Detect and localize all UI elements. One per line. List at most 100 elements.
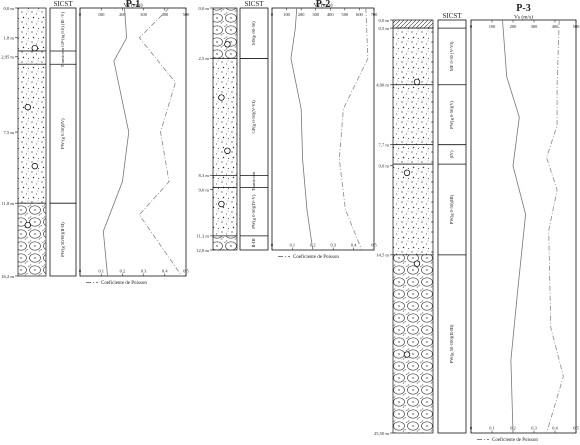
poisson-profile-line bbox=[546, 19, 564, 434]
strata-label: PW-(g 0.50)(IV) bbox=[60, 118, 65, 149]
vs-tick-label: 500 bbox=[183, 12, 190, 17]
cobble-mark bbox=[224, 147, 231, 154]
poisson-tick-label: 0.1 bbox=[290, 243, 296, 248]
panel-title: P-3 bbox=[516, 3, 530, 14]
vs-tick-label: 500 bbox=[342, 12, 349, 17]
vs-tick-label: 300 bbox=[140, 12, 147, 17]
depth-label: 0,5 m bbox=[379, 26, 390, 32]
soil-layer bbox=[392, 144, 434, 165]
strata-label: Transición bbox=[60, 47, 65, 67]
soil-column bbox=[392, 19, 434, 434]
soil-layer bbox=[392, 254, 434, 434]
poisson-tick-label: 0.3 bbox=[330, 243, 336, 248]
vs-tick-label: 600 bbox=[356, 12, 363, 17]
plot-frame bbox=[79, 7, 187, 277]
vs-axis-label: Vs (m/s) bbox=[313, 2, 332, 9]
vs-tick-label: 400 bbox=[552, 24, 559, 29]
poisson-profile-line bbox=[338, 7, 369, 251]
strata-frame bbox=[49, 7, 77, 277]
cobble-mark bbox=[218, 94, 225, 101]
soil-column bbox=[212, 7, 238, 251]
poisson-tick-label: 0 bbox=[271, 243, 274, 248]
strata-label: GP(g 0-50)(V-VI) bbox=[251, 100, 256, 134]
depth-label: 11,8 m bbox=[1, 201, 14, 207]
poisson-tick-label: 0.1 bbox=[489, 426, 495, 431]
vs-tick-label: 300 bbox=[531, 24, 538, 29]
cobble-mark bbox=[403, 351, 411, 358]
cobble-mark bbox=[31, 45, 38, 52]
vs-tick-label: 0 bbox=[470, 24, 473, 29]
poisson-tick-label: 0 bbox=[470, 426, 473, 431]
vs-tick-label: 0 bbox=[271, 12, 274, 17]
depth-label: 9,0 m bbox=[199, 187, 210, 193]
soil-layer bbox=[392, 27, 434, 86]
panel-title: P-1 bbox=[126, 0, 140, 10]
depth-label: 12,0 m bbox=[196, 248, 209, 254]
strata-frame bbox=[239, 7, 269, 251]
soil-layer bbox=[212, 7, 238, 59]
poisson-tick-label: 0.3 bbox=[141, 269, 147, 274]
poisson-profile-line bbox=[138, 7, 183, 277]
sicst-label: SICST bbox=[53, 0, 73, 8]
soil-layer bbox=[17, 63, 47, 204]
soil-column bbox=[17, 7, 47, 277]
depth-label: 25,50 m bbox=[374, 431, 389, 437]
strata-frame bbox=[437, 19, 467, 434]
depth-label: 2,5 m bbox=[199, 56, 210, 62]
strata-label: PW(g 0-50)(V) bbox=[449, 100, 454, 129]
vs-tick-label: 300 bbox=[312, 12, 319, 17]
soil-layer bbox=[212, 235, 238, 251]
depth-label: 4,00 m bbox=[376, 83, 389, 89]
strata-column: MS(p 00-50) GP(g 0-50)(V-VI) TransiciónPW(… bbox=[239, 7, 269, 251]
strata-column: MF 0-30 (V-VI)PW(g 0-50)(V)(IV)PW(g 0-50… bbox=[437, 19, 467, 434]
strata-label: PW(g 0-50)(III) bbox=[449, 194, 454, 224]
poisson-axis-label: Coeficiente de Poisson bbox=[492, 438, 538, 443]
soil-layer bbox=[392, 19, 434, 29]
vs-tick-label: 200 bbox=[298, 12, 305, 17]
vs-tick-label: 0 bbox=[79, 12, 82, 17]
vs-axis-label: Vs (m/s) bbox=[123, 2, 142, 9]
strata-label: MS(p 00-50) bbox=[251, 21, 256, 45]
poisson-tick-label: 0 bbox=[79, 269, 82, 274]
vs-tick-label: 200 bbox=[119, 12, 126, 17]
depth-label: 0,0 m bbox=[199, 6, 210, 12]
poisson-tick-label: 0.5 bbox=[183, 269, 189, 274]
vs-tick-label: 200 bbox=[510, 24, 517, 29]
panel-title: P-2 bbox=[316, 0, 330, 10]
depth-label: 2,95 m bbox=[1, 55, 14, 61]
vs-tick-label: 100 bbox=[98, 12, 105, 17]
depth-label: 16,2 m bbox=[1, 274, 14, 280]
plot-frame bbox=[470, 19, 577, 434]
cobble-mark bbox=[218, 200, 225, 208]
vs-tick-label: 400 bbox=[327, 12, 334, 17]
strata-label: GP-(tg 0.0) (Ill -V) bbox=[60, 11, 65, 47]
cobble-mark bbox=[24, 221, 31, 229]
strata-label: MF 0-30 (V-VI) bbox=[449, 41, 454, 71]
depth-label: 7,7 m bbox=[379, 143, 390, 149]
soil-layer bbox=[17, 50, 47, 65]
depth-label: 0,0 m bbox=[4, 6, 15, 12]
vs-profile-line bbox=[102, 7, 130, 277]
strata-label: PW(g 0-50)(IV-V) bbox=[251, 194, 256, 229]
poisson-tick-label: 0.5 bbox=[371, 243, 377, 248]
poisson-tick-label: 0.4 bbox=[162, 269, 168, 274]
soil-layer bbox=[212, 58, 238, 176]
vs-tick-label: 400 bbox=[162, 12, 169, 17]
sicst-label: SICST bbox=[244, 0, 264, 8]
cobble-mark bbox=[403, 169, 411, 177]
depth-label: 11,3 m bbox=[196, 234, 209, 240]
strata-label: PW(g 50/00)(II-II) bbox=[60, 222, 65, 257]
vs-profile-line bbox=[502, 19, 527, 434]
strata-label: Transición bbox=[251, 171, 256, 191]
vs-tick-label: 700 bbox=[371, 12, 378, 17]
poisson-axis-label: Coeficiente de Poisson bbox=[101, 281, 147, 286]
poisson-tick-label: 0.2 bbox=[310, 243, 316, 248]
soil-layer bbox=[17, 7, 47, 52]
plot-frame bbox=[271, 7, 375, 251]
